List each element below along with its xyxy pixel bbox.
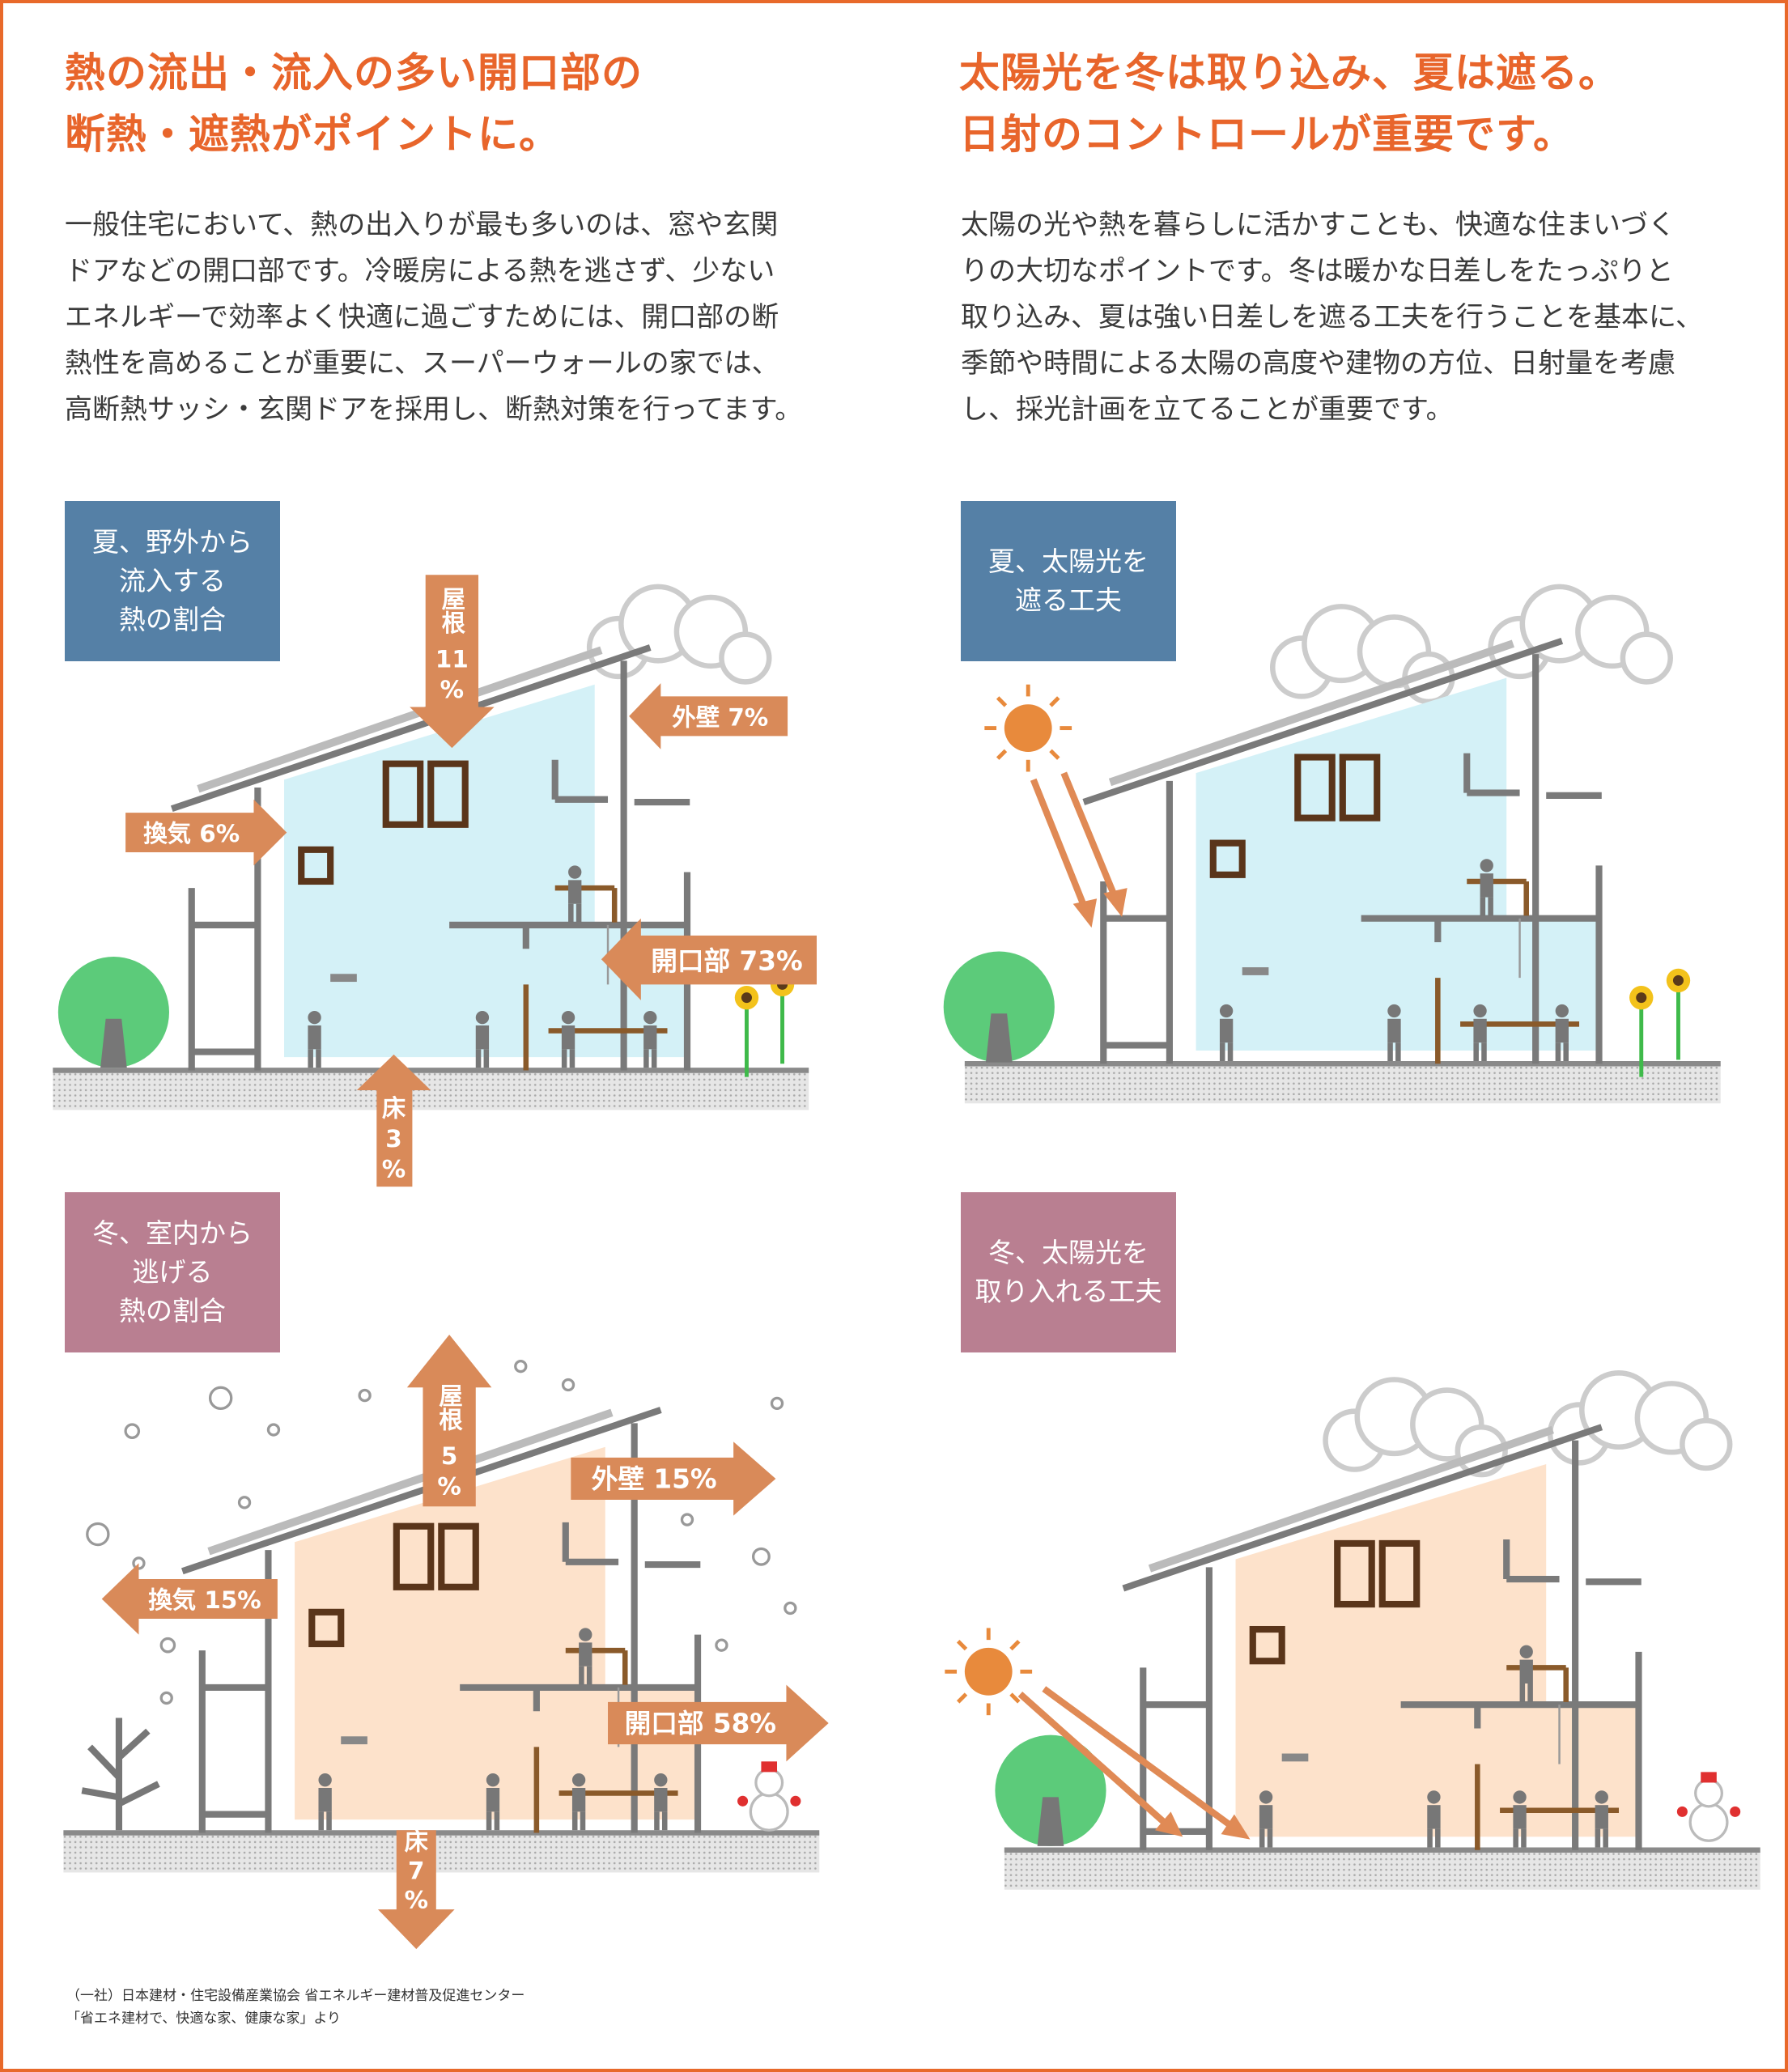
body-line: 一般住宅において、熱の出入りが最も多いのは、窓や玄関 (65, 209, 779, 241)
opening-arrow (608, 1684, 829, 1762)
roof-value: 5 (441, 1442, 457, 1470)
floor-value: 7 (408, 1858, 424, 1885)
sun-icon (984, 685, 1072, 772)
tag-line: 逃げる (132, 1256, 213, 1288)
roof-unit: % (440, 676, 464, 703)
wall-label: 外壁 7% (672, 703, 768, 731)
body-line: エネルギーで効率よく快適に過ごすためには、開口部の断 (65, 301, 779, 333)
floor-label: 床 (382, 1095, 406, 1123)
right-title-line: 日射のコントロールが重要です。 (959, 111, 1574, 158)
tag-line: 夏、太陽光を (988, 546, 1149, 577)
summer-heat-tag: 夏、野外から 流入する 熱の割合 (65, 501, 280, 661)
house-illustration (1004, 1427, 1760, 1889)
opening-label: 開口部 73% (651, 945, 802, 976)
credit-line: （一社）日本建材・住宅設備産業協会 省エネルギー建材普及促進センター (66, 1988, 525, 2004)
summer-sun-tag: 夏、太陽光を 遮る工夫 (961, 501, 1176, 661)
vent-label: 換気 15% (148, 1586, 261, 1614)
wall-arrow (629, 683, 788, 749)
sunlight-arrows (1017, 1686, 1251, 1840)
snow-icons (86, 1360, 797, 1705)
vent-label: 換気 6% (143, 820, 240, 847)
tree-icon (943, 951, 1055, 1063)
body-line: 太陽の光や熱を暮らしに活かすことも、快適な住まいづく (961, 209, 1675, 241)
floor-label: 床 (405, 1828, 429, 1856)
house-illustration (965, 641, 1721, 1103)
roof-unit: % (437, 1473, 461, 1501)
winter-sun-tag: 冬、太陽光を 取り入れる工夫 (961, 1192, 1176, 1352)
roof-label: 屋根 (435, 1383, 463, 1432)
opening-label: 開口部 58% (625, 1708, 776, 1739)
winter-heat-tag: 冬、室内から 逃げる 熱の割合 (65, 1192, 280, 1352)
floor-arrow (377, 1830, 455, 1950)
vent-arrow (125, 799, 287, 866)
right-title: 太陽光を冬は取り込み、夏は遮る。 日射のコントロールが重要です。 (959, 42, 1620, 165)
tag-line: 取り入れる工夫 (975, 1276, 1162, 1307)
tag-line: 夏、野外から (92, 526, 253, 558)
tag-line: 冬、太陽光を (988, 1237, 1149, 1268)
tag-line: 熱の割合 (119, 1295, 226, 1327)
body-line: し、採光計画を立てることが重要です。 (961, 393, 1454, 426)
bare-tree-icon (81, 1717, 160, 1831)
sunlight-arrows (1030, 771, 1128, 928)
roof-value: 11 (435, 645, 469, 673)
tag-line: 遮る工夫 (1015, 584, 1122, 616)
cloud-icon (1491, 587, 1671, 682)
left-title: 熱の流出・流入の多い開口部の 断熱・遮熱がポイントに。 (65, 42, 643, 165)
tag-line: 熱の割合 (119, 604, 226, 635)
opening-arrow (601, 918, 817, 1000)
summer-heat-scene: 屋根 11 % 外壁 7% 換気 6% 開口部 73% 床 3 % (53, 575, 817, 1187)
floor-unit: % (382, 1156, 406, 1183)
credit-line: 「省エネ建材で、快適な家、健康な家」より (66, 2010, 341, 2027)
left-title-line: 熱の流出・流入の多い開口部の (65, 49, 643, 96)
cloud-icon (589, 587, 769, 682)
body-line: 熱性を高めることが重要に、スーパーウォールの家では、 (65, 347, 779, 380)
snowman-icon (736, 1760, 803, 1832)
body-line: りの大切なポイントです。冬は暖かな日差しをたっぷりと (961, 255, 1674, 287)
body-line: ドアなどの開口部です。冷暖房による熱を逃さず、少ない (65, 255, 775, 287)
left-title-line: 断熱・遮熱がポイントに。 (65, 111, 560, 158)
roof-arrow (406, 1334, 492, 1507)
tag-line: 流入する (119, 565, 226, 597)
body-line: 取り込み、夏は強い日差しを遮る工夫を行うことを基本に、 (961, 301, 1703, 333)
right-body: 太陽の光や熱を暮らしに活かすことも、快適な住まいづく りの大切なポイントです。冬… (961, 202, 1703, 433)
winter-sun-scene (945, 1373, 1760, 1889)
tag-line: 冬、室内から (92, 1217, 253, 1249)
wall-arrow (571, 1441, 776, 1516)
cloud-icon (1326, 1379, 1506, 1475)
vent-arrow (101, 1563, 278, 1635)
winter-heat-scene: 屋根 5 % 外壁 15% 換気 15% 開口部 58% 床 7 % (63, 1334, 829, 1950)
body-line: 高断熱サッシ・玄関ドアを採用し、断熱対策を行ってます。 (65, 393, 803, 426)
tree-icon (57, 957, 169, 1068)
roof-label: 屋根 (438, 587, 465, 635)
right-title-line: 太陽光を冬は取り込み、夏は遮る。 (959, 49, 1620, 96)
roof-arrow (410, 575, 495, 749)
source-credit: （一社）日本建材・住宅設備産業協会 省エネルギー建材普及促進センター 「省エネ建… (66, 1985, 525, 2030)
floor-unit: % (405, 1887, 428, 1914)
body-line: 季節や時間による太陽の高度や建物の方位、日射量を考慮 (961, 347, 1675, 380)
sunflower-icon (771, 973, 794, 1064)
sun-icon (945, 1628, 1032, 1715)
floor-arrow (356, 1054, 431, 1187)
floor-value: 3 (385, 1125, 401, 1153)
snowman-icon (1675, 1770, 1742, 1842)
sunflower-icon (735, 986, 758, 1077)
sunflower-icon (1667, 969, 1690, 1060)
left-body: 一般住宅において、熱の出入りが最も多いのは、窓や玄関 ドアなどの開口部です。冷暖… (65, 202, 802, 433)
wall-label: 外壁 15% (592, 1463, 717, 1494)
summer-sun-scene (943, 587, 1721, 1103)
